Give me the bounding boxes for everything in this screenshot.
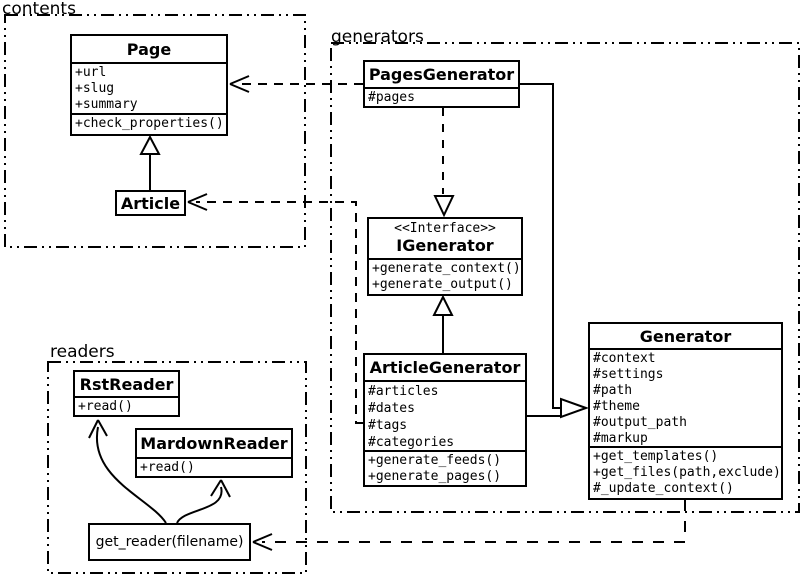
class-article: Article — [115, 190, 186, 216]
method-row: +check_properties() — [75, 116, 224, 131]
generalization-articlegenerator-igenerator — [432, 294, 454, 353]
dependency-pagesgenerator-page — [229, 75, 363, 93]
class-article-title: Article — [120, 193, 181, 213]
package-label-generators: generators — [331, 27, 424, 47]
class-igenerator-stereotype: <<Interface>> — [394, 221, 496, 236]
attribute-row: #pages — [368, 90, 415, 105]
method-row: +generate_context() — [372, 261, 521, 276]
package-label-contents: contents — [2, 0, 76, 19]
method-row: +read() — [140, 460, 195, 475]
class-page-title: Page — [126, 39, 172, 59]
generalization-article-page — [139, 134, 161, 190]
get-reader-box: get_reader(filename) — [88, 523, 251, 561]
method-row: +generate_feeds() — [368, 453, 502, 468]
attribute-row: #settings — [593, 367, 664, 382]
generalization-generators-generator — [520, 83, 589, 419]
attribute-row: #articles — [368, 384, 439, 399]
class-mardownreader-title: MardownReader — [140, 434, 288, 453]
method-row: +generate_output() — [372, 277, 513, 292]
attribute-row: #output_path — [593, 415, 687, 430]
method-row: +read() — [78, 399, 133, 414]
package-border-readers — [47, 361, 307, 574]
class-generator-attributes: #context #settings #path #theme #output_… — [590, 348, 781, 446]
class-pagesgenerator-attributes: #pages — [365, 87, 518, 106]
class-page: Page +url +slug +summary +check_properti… — [70, 34, 228, 136]
attribute-row: #categories — [368, 435, 455, 450]
package-border-generators — [330, 42, 800, 513]
dependency-generator-getreader — [252, 500, 686, 551]
attribute-row: +slug — [75, 81, 115, 96]
class-articlegenerator: ArticleGenerator #articles #dates #tags … — [363, 353, 527, 487]
attribute-row: #path — [593, 383, 633, 398]
class-articlegenerator-title: ArticleGenerator — [369, 358, 521, 377]
method-row: +generate_pages() — [368, 469, 502, 484]
class-articlegenerator-attributes: #articles #dates #tags #categories — [365, 380, 525, 450]
class-igenerator-header: <<Interface>> IGenerator — [369, 219, 521, 258]
method-row: +get_templates() — [593, 449, 719, 464]
call-getreader-rstreader — [88, 419, 167, 524]
package-label-readers: readers — [50, 342, 115, 362]
package-border-contents — [4, 14, 306, 248]
call-getreader-mardownreader — [176, 479, 231, 524]
attribute-row: #markup — [593, 431, 648, 446]
class-rstreader-title: RstReader — [79, 374, 174, 394]
class-igenerator-methods: +generate_context() +generate_output() — [369, 258, 521, 294]
attribute-row: #dates — [368, 401, 415, 416]
class-page-methods: +check_properties() — [72, 113, 226, 134]
class-pagesgenerator-title: PagesGenerator — [368, 65, 515, 84]
class-generator-title: Generator — [639, 326, 732, 346]
attribute-row: #theme — [593, 399, 640, 414]
class-igenerator: <<Interface>> IGenerator +generate_conte… — [367, 217, 523, 296]
class-generator: Generator #context #settings #path #them… — [588, 322, 783, 500]
class-mardownreader-methods: +read() — [137, 457, 291, 476]
attribute-row: +summary — [75, 97, 138, 112]
class-rstreader-methods: +read() — [75, 396, 178, 415]
class-page-attributes: +url +slug +summary — [72, 62, 226, 113]
method-row: +get_files(path,exclude) — [593, 465, 781, 480]
method-row: #_update_context() — [593, 481, 734, 496]
attribute-row: #tags — [368, 418, 408, 433]
realization-pagesgenerator-igenerator — [433, 108, 455, 218]
class-rstreader: RstReader +read() — [73, 370, 180, 417]
attribute-row: +url — [75, 65, 107, 80]
class-articlegenerator-methods: +generate_feeds() +generate_pages() — [365, 450, 525, 485]
class-generator-methods: +get_templates() +get_files(path,exclude… — [590, 446, 781, 498]
class-mardownreader: MardownReader +read() — [135, 428, 293, 478]
class-pagesgenerator: PagesGenerator #pages — [363, 60, 520, 108]
dependency-articlegenerator-article — [187, 193, 363, 424]
class-igenerator-title: IGenerator — [396, 236, 494, 255]
attribute-row: #context — [593, 351, 656, 366]
